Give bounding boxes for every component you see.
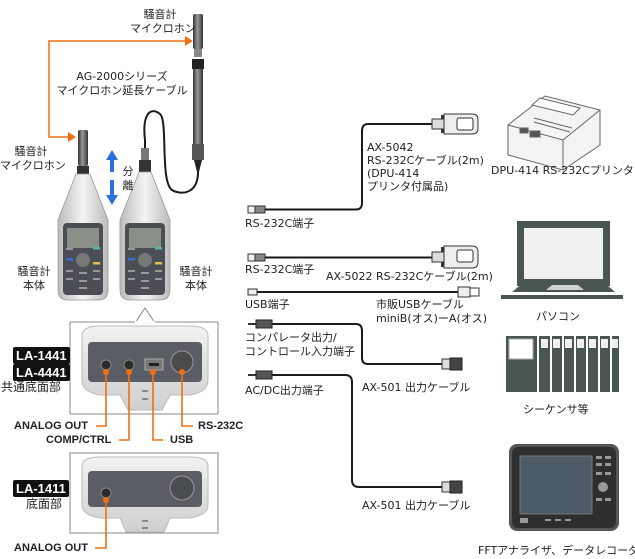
callout-comp-ctrl: COMP/CTRL [46,434,112,446]
cable-ax5022-label: AX-5022 RS-232Cケーブル(2m) [326,270,493,283]
left-meter-body-label-line1: 騒音計 [17,265,51,278]
left-microphone-label-line1: 騒音計 [14,145,48,158]
fft-analyzer-icon [509,444,619,531]
cable-ax5042-line3: (DPU-414 [367,167,420,180]
cable-usb-line1: 市販USBケーブル [376,298,464,311]
bottom-panel-common [69,321,219,415]
left-meter-body-label-line2: 本体 [23,279,45,292]
right-meter-body-label: 騒音計 本体 [176,265,216,293]
cable-rs232c-printer [247,113,479,214]
printer-icon [507,95,601,171]
callout-analog-out-1411: ANALOG OUT [14,542,88,554]
callout-analog-out: ANALOG OUT [14,420,88,432]
port-callout-lines [96,369,193,441]
bottom-panel-1411 [69,452,219,549]
top-microphone-label-line1: 騒音計 [143,8,177,21]
cable-usb-label: 市販USBケーブル miniB(オス)ーA(オス) [376,298,487,326]
callout-usb: USB [170,434,194,446]
right-meter-body-label-line2: 本体 [185,279,207,292]
separate-label-line1: 分 [122,165,134,178]
panel-callout-notch [134,307,156,324]
cable-ax5042-label: AX-5042 RS-232Cケーブル(2m) (DPU-414 プリンタ付属品… [367,141,484,193]
model-badge-la4441: LA-4441 [13,364,70,381]
extension-cable-label-line1: AG-2000シリーズ [76,70,168,83]
model-badge-la1441: LA-1441 [13,347,70,364]
right-meter-connector [139,148,151,172]
terminal-comparator-line1: コンパレータ出力/ [245,331,337,344]
cable-ax501-label-2: AX-501 出力ケーブル [362,499,471,512]
top-microphone-label-line2: マイクロホン [130,22,196,35]
terminal-usb: USB端子 [245,298,290,311]
left-microphone [77,130,89,174]
left-meter-body-label: 騒音計 本体 [14,265,54,293]
right-meter-body-label-line1: 騒音計 [179,265,213,278]
fft-recorder-label: FFTアナライザ、データレコーダ [478,544,635,557]
extension-cable-label: AG-2000シリーズ マイクロホン延長ケーブル [52,70,192,98]
terminal-comparator: コンパレータ出力/ コントロール入力端子 [245,331,355,359]
terminal-rs232c-2: RS-232C端子 [245,263,315,276]
sequencer-icon [506,336,619,392]
model-badge-la1411: LA-1411 [13,480,69,497]
cable-ax5042-line1: AX-5042 [367,141,414,154]
sound-level-meter-left [57,173,109,301]
left-microphone-label-line2: マイクロホン [0,159,66,172]
sequencer-label: シーケンサ等 [523,403,589,416]
cable-usb-line2: miniB(オス)ーA(オス) [376,312,488,325]
callout-rs232c: RS-232C [198,420,244,432]
double-arrow-up-down-icon [106,150,118,205]
common-bottom-caption: 共通底面部 [1,380,62,394]
cable-ax5042-line2: RS-232Cケーブル(2m) [367,154,484,167]
cable-acdc-fft [248,370,463,494]
top-microphone-label: 騒音計 マイクロホン [130,8,196,36]
separate-label: 分 離 [121,165,135,193]
sound-level-meter-right [119,171,171,301]
cable-ax501-label-1: AX-501 出力ケーブル [362,381,471,394]
separate-label-line2: 離 [122,179,134,192]
terminal-acdc: AC/DC出力端子 [245,384,324,397]
cable-usb-pc [247,286,480,298]
left-microphone-label: 騒音計 マイクロホン [0,145,66,173]
terminal-comparator-line2: コントロール入力端子 [245,345,355,358]
terminal-rs232c-1: RS-232C端子 [245,217,315,230]
extension-microphone [192,14,204,172]
la1411-bottom-caption: 底面部 [26,497,63,511]
pc-label: パソコン [536,310,580,323]
extension-cable-label-line2: マイクロホン延長ケーブル [56,84,188,97]
printer-label: DPU-414 RS-232Cプリンタ [491,164,634,177]
cable-rs232c-pc [247,245,479,269]
extension-cable [143,110,199,194]
cable-ax5042-line4: プリンタ付属品) [367,180,449,193]
orange-bracket-arrow [48,36,193,142]
laptop-icon [501,221,623,299]
cable-comparator-sequencer [248,319,463,371]
